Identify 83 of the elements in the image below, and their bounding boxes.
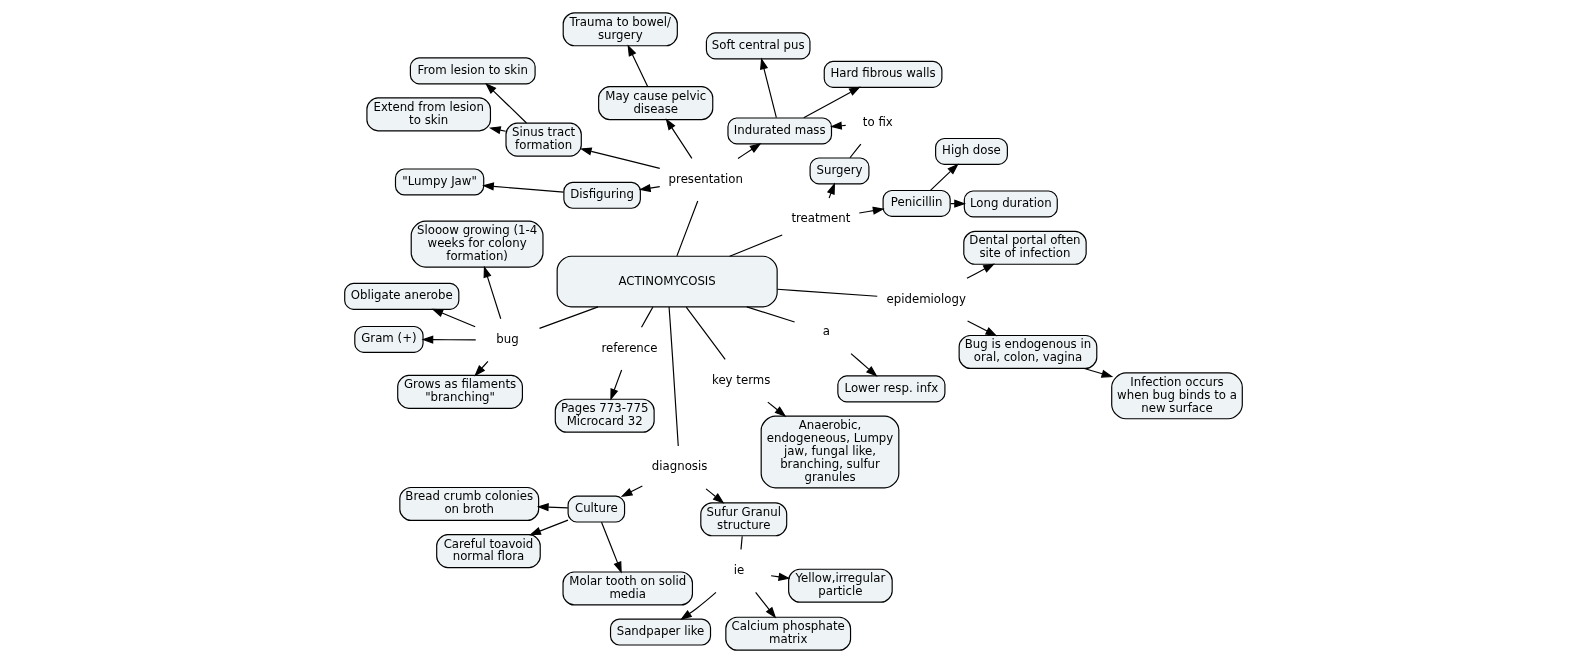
node-box: Sinus tract formation (504, 122, 582, 157)
arrow (1083, 367, 1113, 378)
node-box: Bug is endogenous in oral, colon, vagina (958, 334, 1097, 369)
arrow (421, 335, 476, 344)
node-box: "Lumpy Jaw" (394, 168, 484, 196)
arrow (483, 265, 501, 320)
arrow (484, 82, 527, 124)
node-box: Penicillin (882, 189, 951, 217)
arrow (638, 183, 660, 193)
connector (668, 306, 679, 447)
node-box: From lesion to skin (409, 57, 536, 85)
node-box: May cause pelvic disease (597, 86, 713, 121)
connector (685, 306, 726, 360)
arrow (488, 126, 506, 135)
arrow (929, 163, 959, 191)
arrow (473, 360, 488, 377)
node-box: Sufur Granul structure (699, 502, 787, 537)
node-box: Lower resp. infx (836, 375, 945, 403)
arrow (620, 485, 643, 497)
node-box: Yellow,irregular particle (787, 568, 893, 603)
arrow (802, 86, 861, 119)
node-box: Gram (+) (353, 325, 424, 353)
node-box: ACTINOMYCOSIS (556, 255, 778, 308)
node-box: Long duration (963, 190, 1058, 218)
node-text: ie (733, 563, 744, 578)
arrow (736, 143, 761, 160)
node-box: Indurated mass (726, 117, 832, 145)
node-box: Grows as filaments "branching" (396, 374, 523, 409)
arrow (600, 521, 622, 574)
arrow (849, 353, 878, 377)
arrow (528, 519, 569, 536)
connector (776, 288, 878, 297)
node-box: Surgery (809, 157, 869, 185)
node-text: presentation (668, 171, 743, 186)
arrow (966, 320, 997, 337)
arrow (579, 147, 660, 169)
arrow (754, 591, 776, 619)
arrow (766, 401, 786, 417)
node-box: Obligate anerobe (343, 282, 459, 310)
node-text: key terms (711, 372, 770, 387)
arrow (481, 182, 564, 193)
connector (728, 234, 783, 257)
connector (848, 143, 861, 159)
arrow (536, 503, 568, 512)
node-box: Trauma to bowel/ surgery (562, 12, 678, 47)
arrow (431, 308, 476, 328)
arrow (770, 572, 790, 581)
node-text: to fix (862, 114, 893, 129)
node-text: bug (495, 332, 519, 347)
arrow (704, 488, 724, 504)
node-box: Disfiguring (562, 181, 641, 209)
node-box: Slooow growing (1-4 weeks for colony formation) (410, 220, 544, 268)
connector (538, 306, 599, 329)
node-box: Bread crumb colonies on broth (398, 486, 539, 522)
node-box: Infection occurs when bug binds to a new surface (1110, 372, 1243, 420)
arrow (679, 591, 717, 620)
arrow (965, 263, 995, 279)
connector (745, 306, 795, 323)
arrow (858, 206, 885, 215)
node-text: treatment (790, 211, 850, 226)
node-box: Molar tooth on solid media (561, 571, 693, 606)
arrow (759, 57, 777, 119)
node-text: reference (600, 340, 658, 355)
node-text: a (822, 324, 830, 339)
node-box: Soft central pus (705, 32, 811, 60)
connector (640, 306, 653, 328)
node-box: High dose (934, 137, 1008, 165)
node-box: Extend from lesion to skin (365, 97, 491, 132)
arrow (609, 369, 622, 401)
arrow (627, 44, 648, 87)
node-box: Careful toavoid normal flora (435, 534, 541, 569)
arrow (665, 118, 692, 159)
connector (739, 535, 743, 551)
node-box: Culture (567, 495, 625, 523)
node-box: Hard fibrous walls (823, 60, 942, 88)
node-box: Pages 773-775 Microcard 32 (554, 398, 655, 433)
node-box: Calcium phosphate matrix (724, 616, 851, 651)
node-box: Sandpaper like (609, 618, 711, 646)
node-text: diagnosis (651, 459, 707, 474)
node-box: Dental portal often site of infection (962, 230, 1087, 265)
connector (675, 200, 698, 257)
node-text: epidemiology (886, 291, 966, 306)
node-box: Anaerobic, endogeneous, Lumpy jaw, fungal like, branching, sulfur granules (760, 415, 899, 489)
